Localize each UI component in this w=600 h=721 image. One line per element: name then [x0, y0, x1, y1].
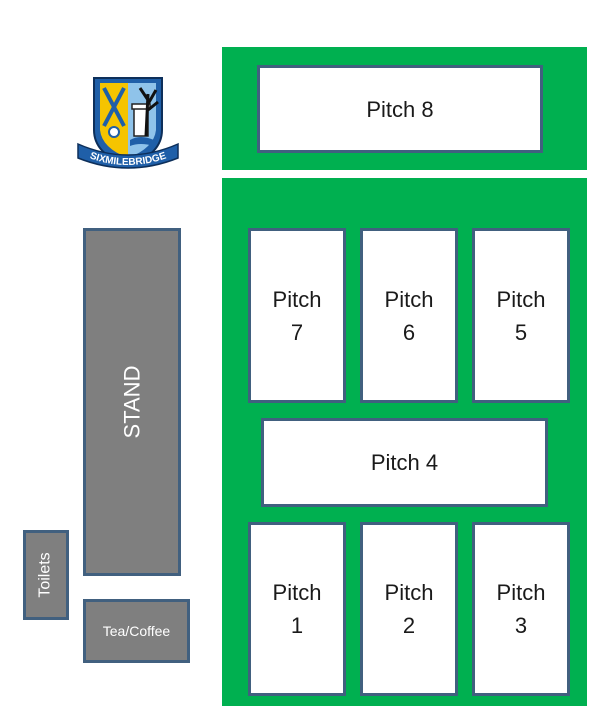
pitch-3-label-word: Pitch — [496, 580, 546, 605]
pitch-6-label-number: 6 — [402, 319, 416, 345]
club-crest-logo: SIXMILEBRIDGE — [77, 77, 179, 169]
pitch-2-label-word: Pitch — [384, 580, 434, 605]
pitch-5-label-number: 5 — [514, 319, 528, 345]
pitch-7-label-number: 7 — [290, 319, 304, 345]
pitch-7[interactable]: Pitch 7 — [248, 228, 346, 403]
pitch-2[interactable]: Pitch 2 — [360, 522, 458, 696]
pitch-5[interactable]: Pitch 5 — [472, 228, 570, 403]
pitch-6[interactable]: Pitch 6 — [360, 228, 458, 403]
tea-coffee-label: Tea/Coffee — [102, 623, 171, 639]
pitch-3-label-number: 3 — [514, 613, 528, 638]
toilets-label: Toilets — [37, 552, 55, 598]
pitch-5-label-word: Pitch — [496, 286, 546, 312]
pitch-8-label: Pitch 8 — [366, 96, 434, 122]
pitch-2-label-number: 2 — [402, 613, 416, 638]
pitch-4-label: Pitch 4 — [370, 450, 439, 475]
pitch-6-label-word: Pitch — [384, 286, 434, 312]
stand-label: STAND — [119, 365, 144, 439]
tea-coffee-building[interactable]: Tea/Coffee — [83, 599, 190, 663]
toilets-building[interactable]: Toilets — [23, 530, 69, 620]
pitch-1-label-number: 1 — [290, 613, 304, 638]
pitch-3[interactable]: Pitch 3 — [472, 522, 570, 696]
pitch-8[interactable]: Pitch 8 — [257, 65, 543, 153]
stand-building[interactable]: STAND — [83, 228, 181, 576]
pitch-7-label-word: Pitch — [272, 286, 322, 312]
pitch-1-label-word: Pitch — [272, 580, 322, 605]
pitch-4[interactable]: Pitch 4 — [261, 418, 548, 507]
pitch-1[interactable]: Pitch 1 — [248, 522, 346, 696]
